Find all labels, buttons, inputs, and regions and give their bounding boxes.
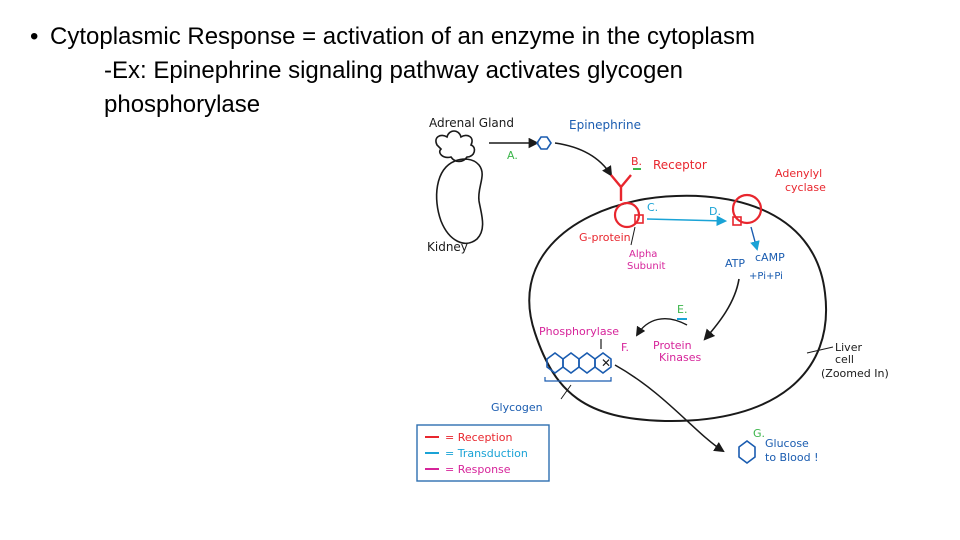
epinephrine-travel-arrow <box>554 142 613 177</box>
bullet-text: Cytoplasmic Response = activation of an … <box>50 23 756 50</box>
camp-label: cAMP <box>755 251 785 264</box>
adenylyl-cyclase-label-1: Adenylyl <box>775 167 822 180</box>
step-a-label: A. <box>507 149 518 162</box>
step-g-label: G. <box>753 427 765 440</box>
legend-label-response: = Response <box>445 463 511 476</box>
legend-box <box>416 424 550 482</box>
alpha-pointer <box>630 226 636 246</box>
step-b-label: B. <box>631 155 642 168</box>
pi-label: +Pi+Pi <box>749 271 783 282</box>
step-e-label: E. <box>677 303 687 316</box>
adrenal-gland-label: Adrenal Gland <box>429 116 514 130</box>
receptor-shape <box>610 174 632 201</box>
step-f-label: F. <box>621 341 629 354</box>
g-protein-label: G-protein <box>579 231 631 244</box>
glycogen-chain-icon <box>546 352 612 374</box>
bullet-point: • Cytoplasmic Response = activation of an… <box>30 20 930 54</box>
alpha-label-2: Subunit <box>627 261 665 272</box>
legend-label-transduction: = Transduction <box>445 447 528 460</box>
adenylyl-cyclase-label-2: cyclase <box>785 181 826 194</box>
glycogen-pointer <box>560 384 572 400</box>
receptor-label: Receptor <box>653 158 707 172</box>
glucose-label-2: to Blood ! <box>765 451 819 464</box>
liver-label-2: cell <box>835 353 854 366</box>
bullet-icon: • <box>30 23 39 50</box>
cyclase-alpha-shape <box>732 216 742 226</box>
g-protein-to-cyclase-arrow <box>646 215 728 227</box>
example-line-2: phosphorylase <box>104 91 261 118</box>
protein-kinases-label-2: Kinases <box>659 351 701 364</box>
epinephrine-molecule-icon <box>536 136 552 150</box>
cleavage-mark-icon: ✕ <box>601 356 611 370</box>
phosphorylase-label: Phosphorylase <box>539 325 619 338</box>
glucose-release-arrow <box>614 364 725 453</box>
camp-to-kinase-arrow <box>703 278 740 341</box>
atp-label: ATP <box>725 257 745 270</box>
glucose-molecule-icon <box>738 440 756 464</box>
example-line-1: -Ex: Epinephrine signaling pathway activ… <box>104 57 684 84</box>
camp-production-arrow <box>750 226 760 251</box>
glycogen-label: Glycogen <box>491 401 543 414</box>
kinase-to-phosphorylase-arrow <box>635 317 688 337</box>
step-c-label: C. <box>647 201 658 214</box>
protein-kinases-label-1: Protein <box>653 339 692 352</box>
glycogen-bracket <box>544 377 612 382</box>
liver-label-1: Liver <box>835 341 862 354</box>
legend-label-reception: = Reception <box>445 431 513 444</box>
adenylyl-cyclase-shape <box>731 193 763 225</box>
diagram-canvas: Adrenal Gland Kidney A. Epinephrine B. R… <box>416 116 889 482</box>
kidney-label: Kidney <box>427 240 468 254</box>
legend: = Reception = Transduction = Response <box>416 424 550 482</box>
slide-text-block: • Cytoplasmic Response = activation of an… <box>30 20 930 122</box>
kidney-shape <box>435 158 484 245</box>
glucose-label-1: Glucose <box>765 437 809 450</box>
epinephrine-label: Epinephrine <box>569 118 641 132</box>
alpha-label-1: Alpha <box>629 249 657 260</box>
liver-label-3: (Zoomed In) <box>821 367 889 380</box>
signaling-pathway-diagram: Adrenal Gland Kidney A. Epinephrine B. R… <box>415 103 905 488</box>
alpha-subunit-shape <box>634 214 644 224</box>
step-d-label: D. <box>709 205 721 218</box>
liver-cell-membrane <box>528 194 828 423</box>
liver-pointer <box>806 346 834 354</box>
adrenal-gland-shape <box>435 130 476 163</box>
